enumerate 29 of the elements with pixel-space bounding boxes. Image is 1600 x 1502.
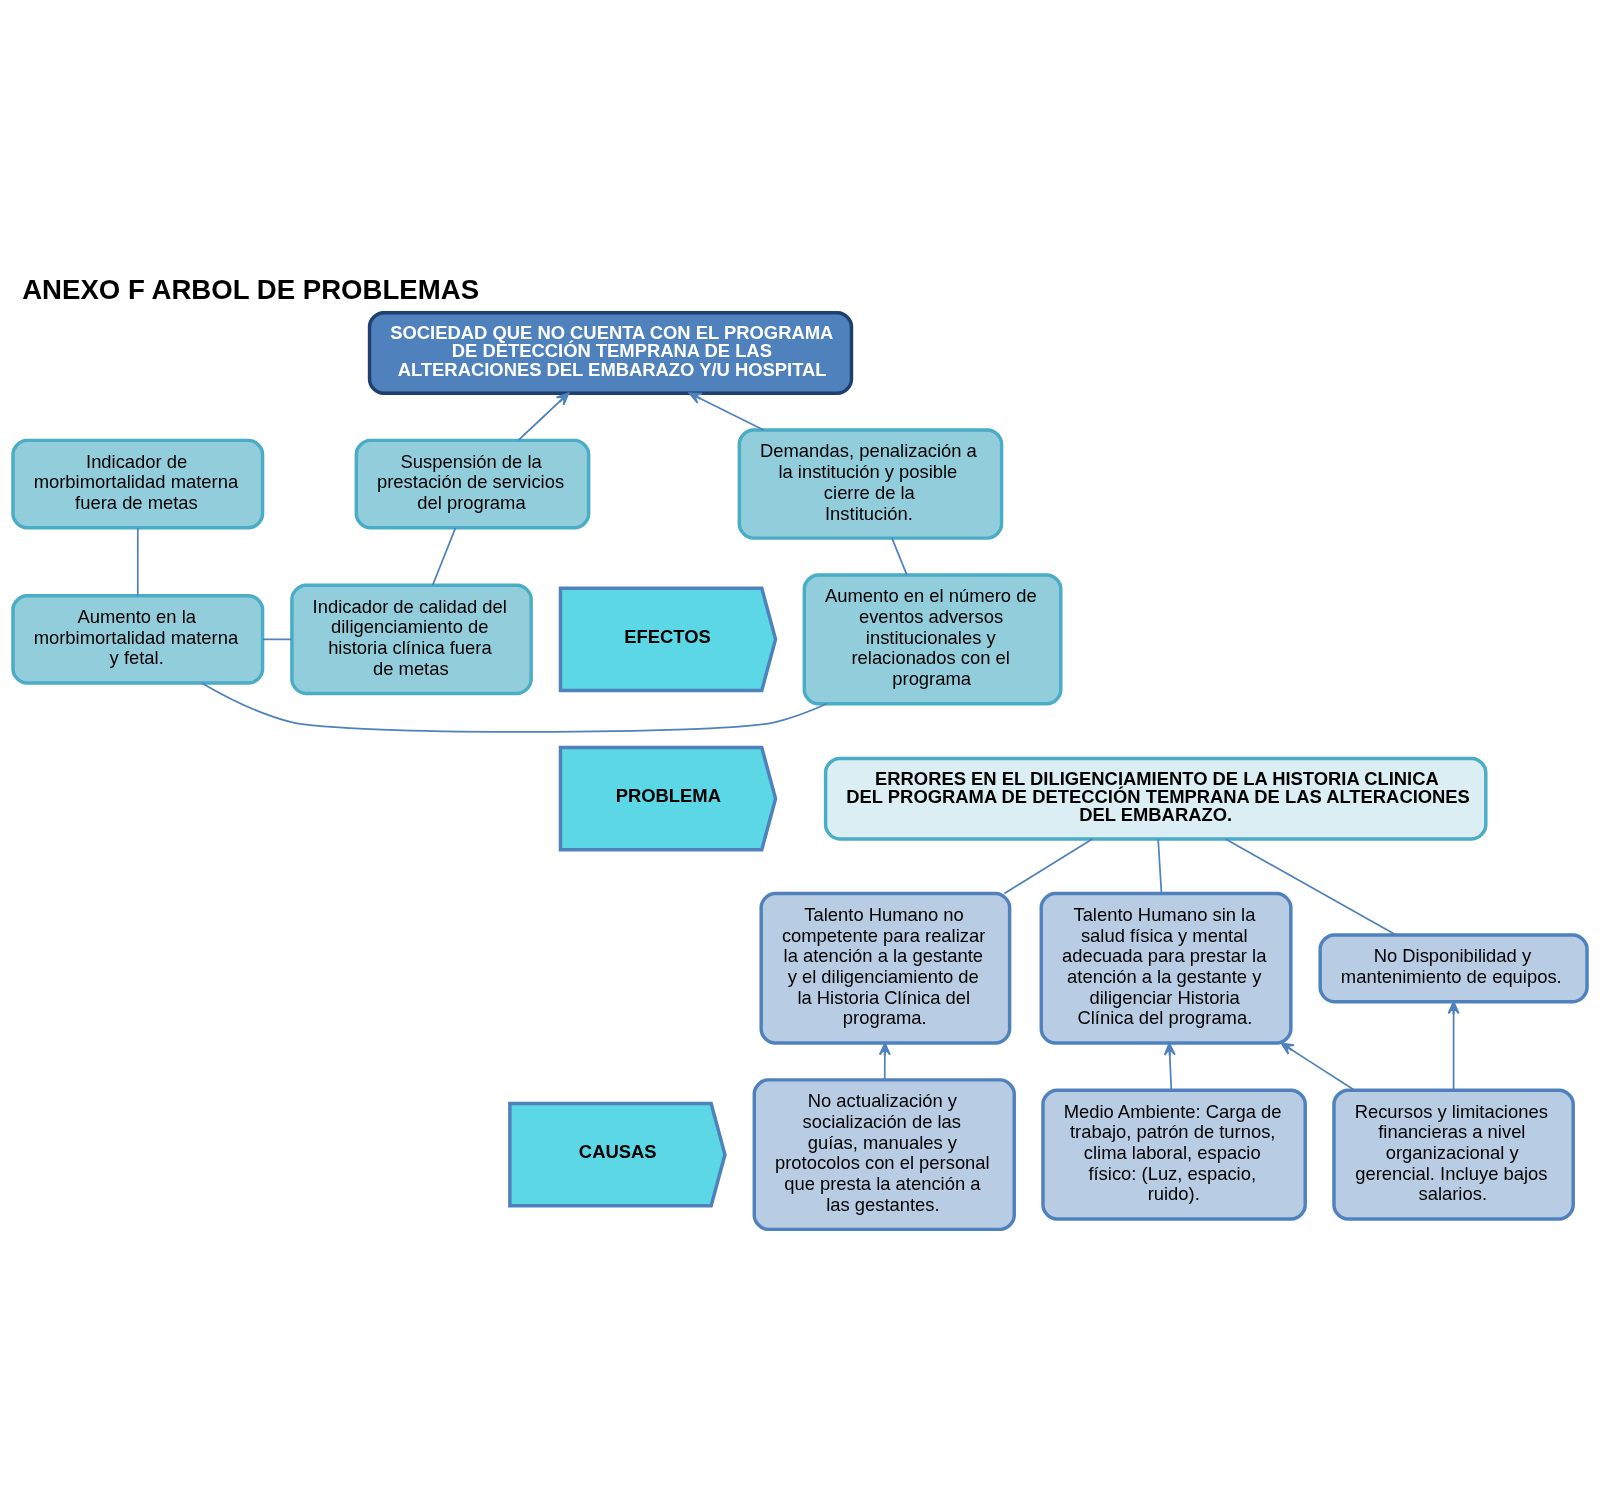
node-box: ERRORES EN EL DILIGENCIAMIENTO DE LA HISTORIA CLINICA DEL PROGRAMA DE DETECCIÓN TEMPRANA DE LAS ALTERACIONES DEL EMBARAZO. <box>823 756 1488 841</box>
node-box: No actualización y socialización de las guías, manuales y protocolos con el personal que presta la atención a las gestantes. <box>752 1077 1016 1231</box>
node-box: Demandas, penalización a la institución y posible cierre de la Institución. <box>737 427 1004 540</box>
node-box: No Disponibilidad y mantenimiento de equipos. <box>1318 932 1589 1003</box>
diagram-title: ANEXO F ARBOL DE PROBLEMAS <box>22 273 480 305</box>
node-box: Aumento en el número de eventos adversos institucionales y relacionados con el programa <box>802 572 1063 705</box>
arrow <box>1447 1000 1460 1091</box>
arrow <box>878 1041 891 1081</box>
node-box: Aumento en la morbimortalidad materna y fetal. <box>11 593 265 685</box>
connector <box>1003 837 1094 894</box>
node-box: Indicador de calidad del diligenciamiento de historia clínica fuera de metas <box>290 583 533 695</box>
node-box: SOCIEDAD QUE NO CUENTA CON EL PROGRAMA DE DETECCIÓN TEMPRANA DE LAS ALTERACIONES DEL EMBARAZO Y/U HOSPITAL <box>367 310 854 395</box>
arrow <box>1280 1042 1356 1091</box>
node-box: Indicador de morbimortalidad materna fuera de metas <box>11 438 265 529</box>
connector <box>1224 837 1397 936</box>
node-box: Medio Ambiente: Carga de trabajo, patrón de turnos, clima laboral, espacio físico: (Luz, espacio, ruido). <box>1041 1088 1307 1221</box>
node-box: Talento Humano sin la salud física y mental adecuada para prestar la atención a la gestante y diligenciar Historia Clínica del programa. <box>1039 891 1293 1045</box>
connector <box>136 526 139 596</box>
arrow <box>517 392 570 441</box>
connector <box>201 681 828 733</box>
node-box: Suspensión de la prestación de servicios del programa <box>354 438 591 529</box>
arrow <box>688 391 765 431</box>
arrow <box>1163 1042 1176 1091</box>
connector <box>891 536 908 576</box>
connector <box>262 638 293 640</box>
connector <box>431 526 457 586</box>
node-box: Talento Humano no competente para realizar la atención a la gestante y el diligenciamiento de la Historia Clínica del programa. <box>759 891 1012 1045</box>
connector <box>1157 838 1163 894</box>
node-box: Recursos y limitaciones financieras a nivel organizacional y gerencial. Incluye bajos salarios. <box>1332 1088 1575 1221</box>
